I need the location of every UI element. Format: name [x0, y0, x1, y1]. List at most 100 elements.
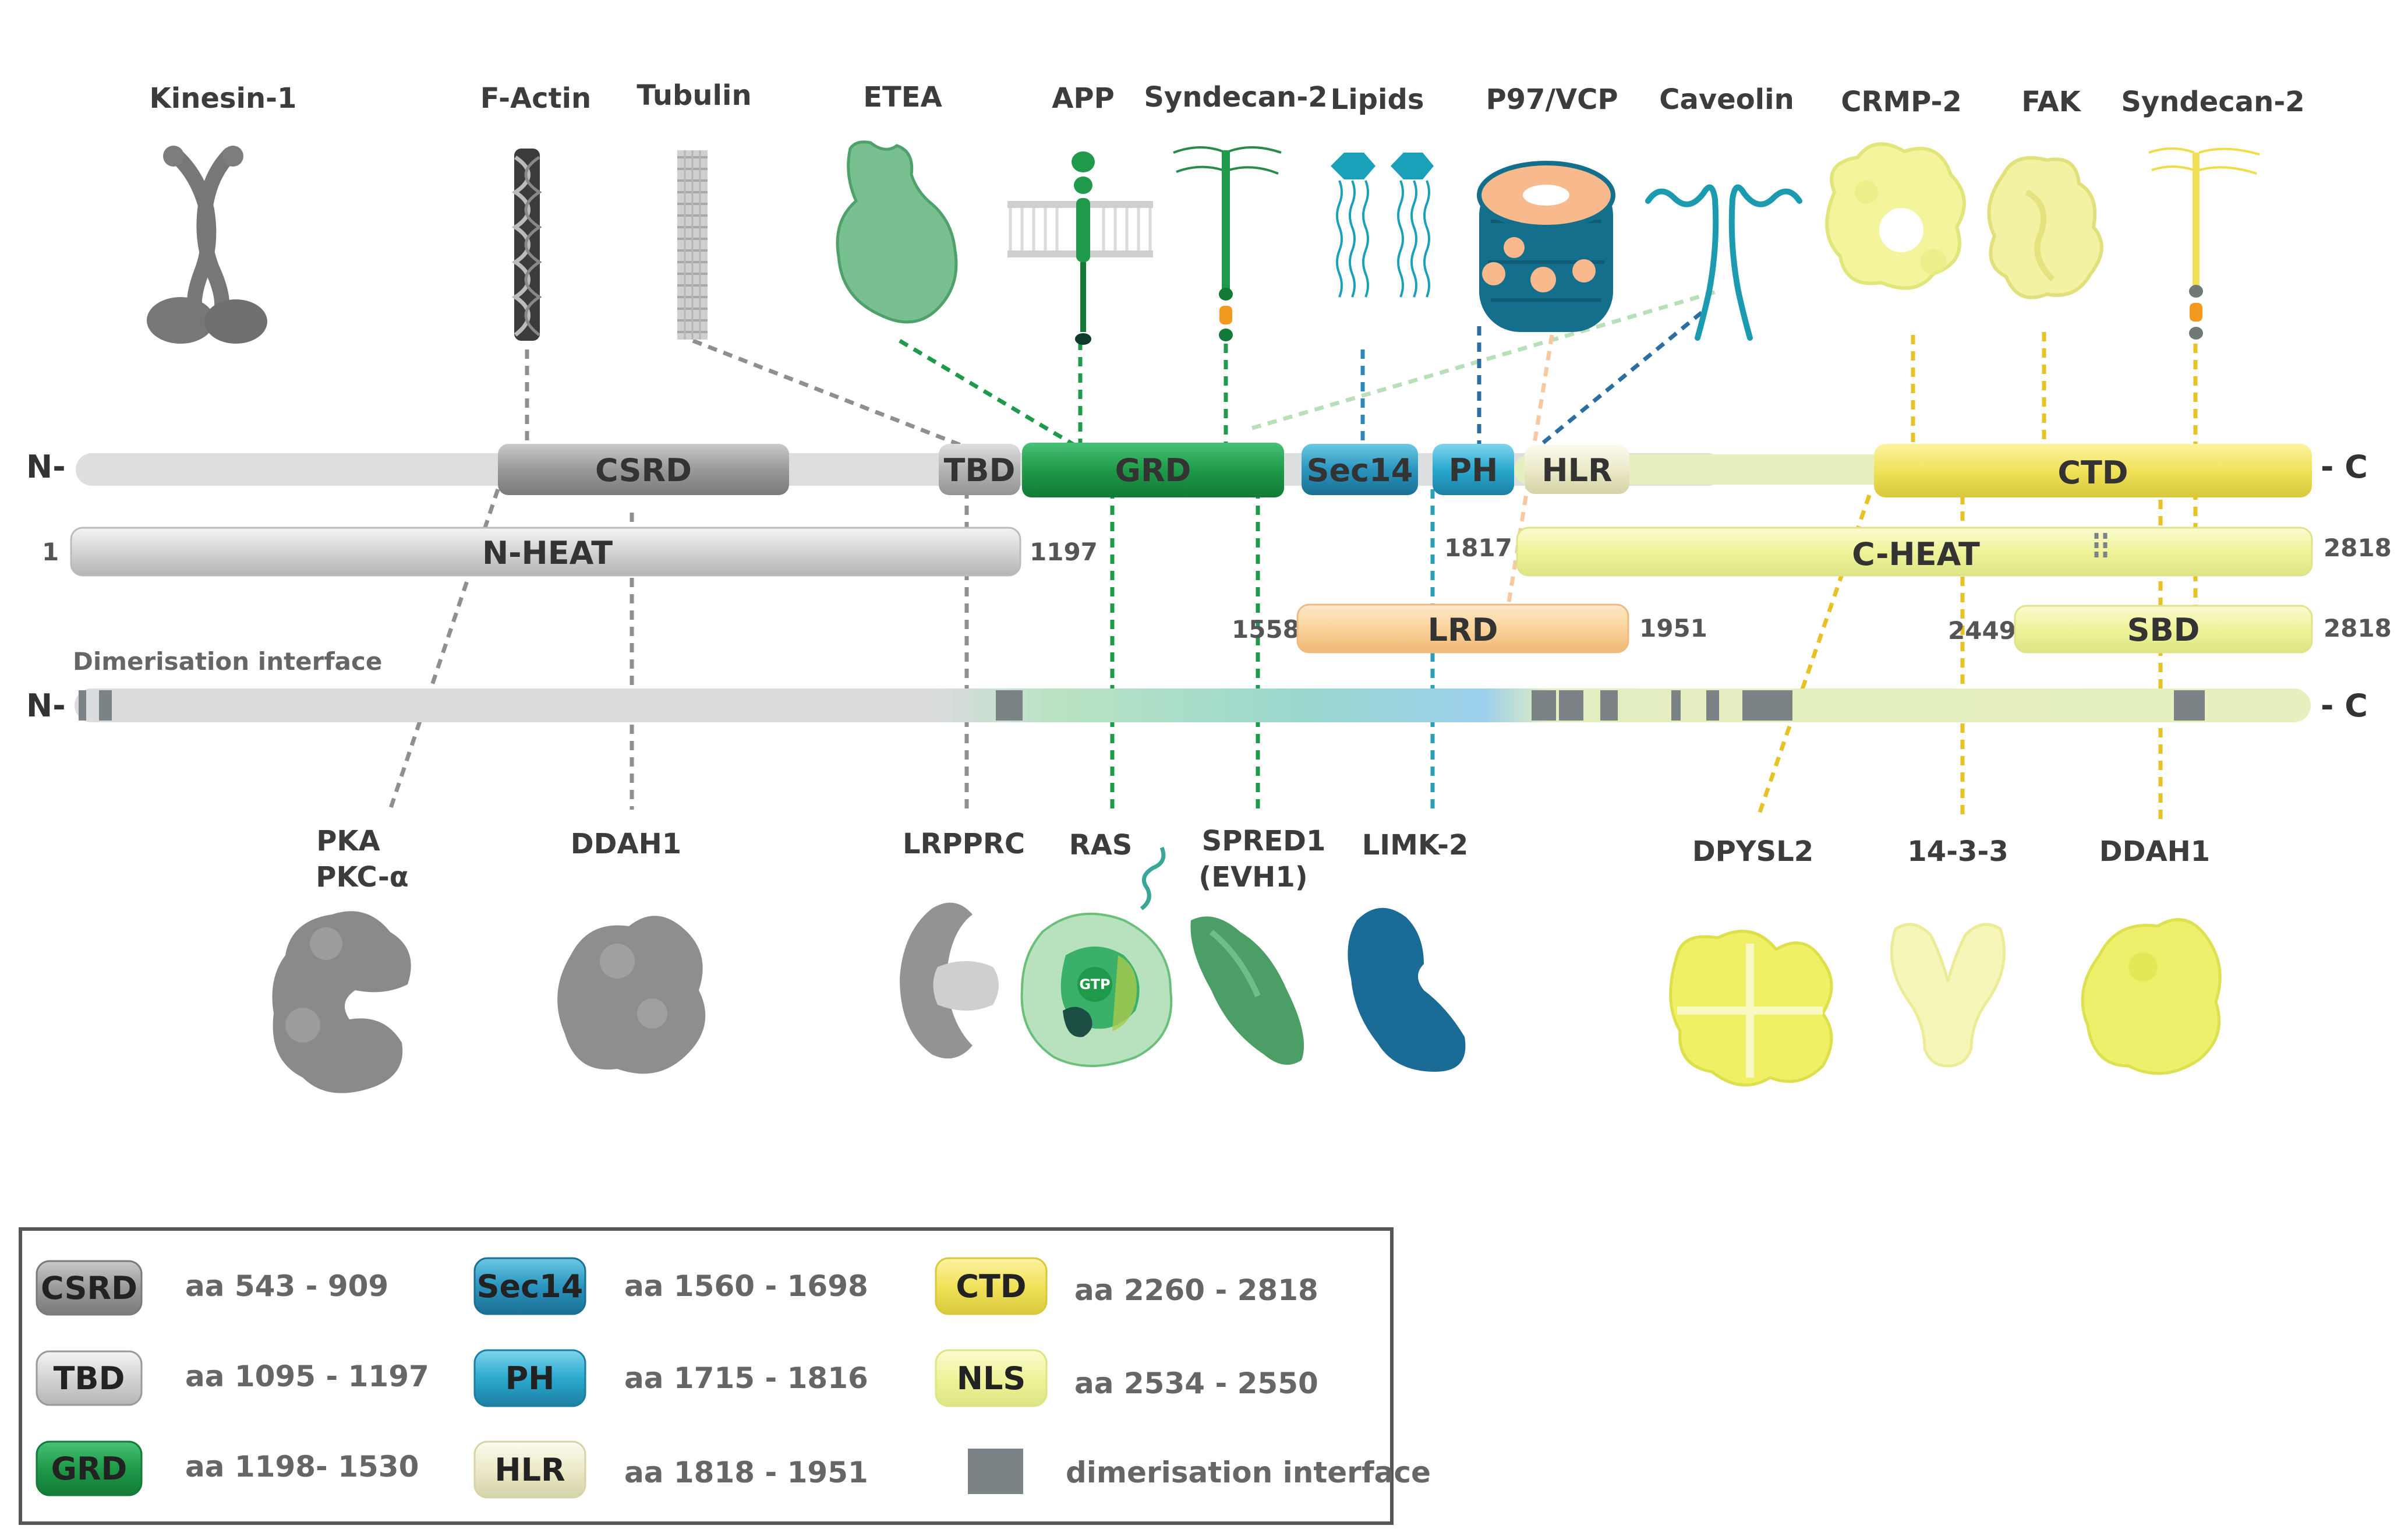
label-etea: ETEA	[863, 81, 942, 114]
label-syndecan-2-left: Syndecan-2	[1144, 81, 1327, 114]
domain-ctd: CTD	[1874, 444, 2312, 497]
number-1: 1	[42, 538, 59, 566]
n-terminus-label-top: N-	[26, 449, 66, 485]
domain-ctd-label: CTD	[2057, 454, 2128, 491]
app-icon	[1007, 151, 1153, 345]
lrpprc-icon	[900, 902, 999, 1059]
label-lipids: Lipids	[1331, 83, 1424, 116]
domain-ph-label: PH	[1449, 452, 1498, 489]
legend-item-hlr: HLR aa 1818 - 1951	[473, 1440, 868, 1499]
legend-range: aa 1818 - 1951	[624, 1456, 868, 1489]
legend-range: aa 1715 - 1816	[624, 1361, 868, 1395]
number-1817: 1817	[1444, 534, 1512, 562]
label-f-actin: F-Actin	[480, 82, 591, 115]
tubulin-icon	[677, 150, 708, 340]
domain-sbd-label: SBD	[2127, 612, 2200, 648]
number-2449: 2449	[1948, 616, 2016, 645]
kinesin-icon	[147, 146, 267, 344]
dpysl2-icon	[1669, 930, 1833, 1087]
legend-range: aa 2534 - 2550	[1074, 1366, 1318, 1400]
dimerisation-track: Dimerisation interface N- - C	[26, 647, 2368, 724]
label-ras: RAS	[1069, 829, 1133, 861]
limk-2-icon	[1348, 908, 1466, 1072]
label-caveolin: Caveolin	[1659, 83, 1794, 116]
label-dpysl2: DPYSL2	[1692, 835, 1813, 868]
label-kinesin: Kinesin-1	[150, 82, 297, 115]
14-3-3-icon	[1890, 923, 2006, 1068]
label-crmp-2: CRMP-2	[1841, 86, 1962, 118]
label-ddah1-right: DDAH1	[2099, 835, 2210, 868]
protein-main-track: N- - C CSRD TBD GRD Sec14 PH HLR	[26, 443, 2368, 497]
syndecan-2-right-icon	[2148, 147, 2260, 340]
domain-tbd-label: TBD	[944, 452, 1016, 489]
legend-item-ph: PH aa 1715 - 1816	[473, 1349, 868, 1407]
ddah1-right-icon	[2081, 918, 2222, 1075]
domain-n-heat: N-HEAT	[70, 527, 1021, 577]
heat-track: 1 N-HEAT 1197 1817 C-HEAT 2818 1558 LRD …	[42, 527, 2392, 654]
spred1-icon	[1190, 916, 1304, 1065]
domain-c-heat: C-HEAT	[1516, 527, 2313, 577]
lipids-icon	[1331, 153, 1434, 298]
etea-icon	[836, 140, 958, 324]
bottom-partner-labels: PKA PKC-α DDAH1 LRPPRC RAS SPRED1 (EVH1)…	[316, 825, 2210, 894]
legend-item-csrd: CSRD aa 543 - 909	[36, 1260, 388, 1316]
domain-lrd-label: LRD	[1428, 612, 1498, 648]
crmp-2-icon	[1825, 142, 1966, 290]
domain-sbd: SBD	[2014, 605, 2313, 654]
f-actin-icon	[511, 149, 542, 341]
p97-vcp-icon	[1477, 161, 1615, 332]
label-14-3-3: 14-3-3	[1907, 835, 2008, 868]
legend-swatch-label: GRD	[51, 1450, 128, 1487]
legend-item-nls: NLS aa 2534 - 2550	[935, 1349, 1318, 1407]
number-2818-sbd: 2818	[2324, 614, 2392, 642]
domain-grd-label: GRD	[1115, 452, 1191, 489]
label-fak: FAK	[2021, 86, 2081, 118]
label-p97-vcp: P97/VCP	[1486, 83, 1618, 116]
legend: CSRD aa 543 - 909 TBD aa 1095 - 1197 GRD…	[19, 1227, 1431, 1525]
domain-c-heat-label: C-HEAT	[1852, 536, 1980, 573]
label-app: APP	[1052, 82, 1115, 115]
pka-pkc-icon	[272, 911, 411, 1093]
domain-hlr: HLR	[1525, 445, 1629, 494]
legend-range: aa 543 - 909	[185, 1269, 388, 1303]
top-partner-labels: Kinesin-1 F-Actin Tubulin ETEA APP Synde…	[150, 79, 2305, 118]
label-syndecan-2-right: Syndecan-2	[2121, 86, 2304, 118]
domain-csrd-label: CSRD	[595, 452, 692, 489]
c-terminus-label-bottom: - C	[2321, 687, 2368, 724]
legend-range: aa 1560 - 1698	[624, 1269, 868, 1303]
legend-swatch-label: CSRD	[41, 1270, 137, 1307]
domain-n-heat-label: N-HEAT	[482, 535, 613, 571]
syndecan-2-left-icon	[1173, 146, 1282, 341]
domain-hlr-label: HLR	[1541, 452, 1612, 489]
c-terminus-label-top: - C	[2321, 449, 2368, 485]
legend-range: aa 1198- 1530	[185, 1450, 419, 1484]
legend-item-sec14: Sec14 aa 1560 - 1698	[473, 1257, 868, 1315]
legend-item-tbd: TBD aa 1095 - 1197	[36, 1350, 429, 1406]
domain-lrd: LRD	[1296, 603, 1629, 654]
fak-icon	[1987, 156, 2103, 299]
label-tubulin: Tubulin	[637, 79, 751, 112]
number-1951: 1951	[1639, 614, 1707, 642]
legend-swatch-label: CTD	[956, 1268, 1026, 1305]
number-1558: 1558	[1232, 615, 1300, 644]
gtp-label: GTP	[1079, 976, 1110, 993]
legend-item-grd: GRD aa 1198- 1530	[36, 1440, 419, 1496]
domain-grd: GRD	[1022, 443, 1284, 497]
label-limk-2: LIMK-2	[1362, 829, 1469, 861]
legend-range: aa 2260 - 2818	[1074, 1273, 1318, 1307]
number-1197: 1197	[1030, 538, 1098, 566]
domain-tbd: TBD	[939, 444, 1020, 495]
domain-ph: PH	[1433, 444, 1514, 495]
domain-sec14-label: Sec14	[1307, 452, 1413, 489]
dimerisation-interface-blocks	[79, 690, 2205, 721]
legend-swatch-label: PH	[505, 1360, 555, 1397]
legend-range: aa 1095 - 1197	[185, 1360, 429, 1393]
ddah1-left-icon	[557, 916, 706, 1074]
legend-swatch-label: HLR	[494, 1452, 565, 1488]
domain-sec14: Sec14	[1302, 444, 1418, 495]
legend-swatch-label: TBD	[54, 1360, 125, 1397]
label-evh1: (EVH1)	[1198, 861, 1307, 894]
label-spred1: SPRED1	[1202, 825, 1326, 857]
label-lrpprc: LRPPRC	[903, 828, 1025, 860]
